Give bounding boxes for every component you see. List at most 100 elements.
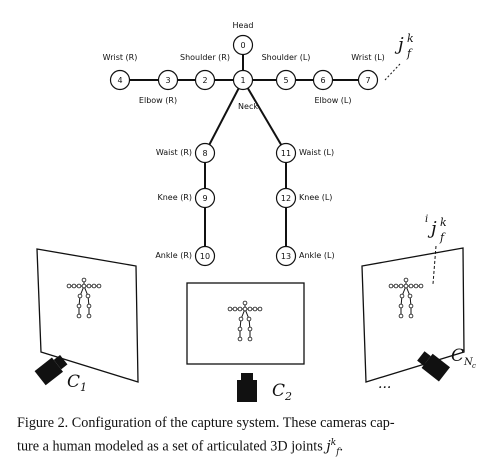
mini-joint [398,283,404,289]
mini-joint [238,316,244,322]
mini-joint [413,283,419,289]
camera-lens [53,354,68,370]
figure-caption: Figure 2. Configuration of the capture s… [17,413,487,463]
mini-joint [66,283,72,289]
camera-2-label: C 2 [272,381,292,403]
mini-joint [393,283,399,289]
joint-number-7: 7 [365,76,370,85]
caption-line-1: Figure 2. Configuration of the capture s… [17,415,395,431]
joint-symbol-annotation: j k f [384,32,414,81]
caption-line-2-text: ture a human modeled as a set of articul… [17,438,327,455]
cameras-ellipsis: ... [378,376,391,392]
joint-label-0: Head [233,21,254,30]
mini-joint [96,283,102,289]
camera-lens [417,351,431,366]
mini-joint [247,326,253,332]
joint-node-5 [275,69,297,91]
joint-number-5: 5 [283,76,288,85]
joint-label-3: Elbow (R) [139,96,177,105]
mini-joint [418,283,424,289]
camera-2-sub: 2 [284,390,292,403]
image-plane-2 [186,282,305,365]
joint-label-12: Knee (L) [299,193,332,202]
mini-joint [407,293,413,299]
camera-body [34,357,63,386]
camera-body [237,380,257,402]
joint-number-1: 1 [240,76,245,85]
bone-1-8 [204,79,244,154]
projected-symbol-pre: i [425,214,428,225]
projected-symbol-base: j [427,218,437,239]
camera-1-label: C 1 [67,372,87,394]
joint-number-9: 9 [202,194,207,203]
mini-joint [86,303,92,309]
caption-line-2: ture a human modeled as a set of articul… [17,433,487,463]
mini-joint [399,293,405,299]
joint-node-10 [194,245,216,267]
mini-joint [86,313,92,319]
joint-pointer-line [384,63,401,81]
joint-number-8: 8 [202,149,207,158]
joint-number-3: 3 [165,76,170,85]
joint-node-9 [194,187,216,209]
mini-joint [242,306,248,312]
joint-label-6: Elbow (L) [314,96,351,105]
camera-body [421,353,450,382]
mini-joint [77,293,83,299]
mini-joint [71,283,77,289]
projected-symbol-sup: k [440,216,447,229]
mini-joint [398,303,404,309]
joint-label-4: Wrist (R) [103,53,138,62]
joint-node-11 [275,142,297,164]
stick-figure-3 [388,277,424,319]
joint-number-10: 10 [200,252,210,261]
joint-label-8: Waist (R) [156,148,192,157]
mini-joint [81,277,87,283]
mini-joint [242,300,248,306]
mini-joint [257,306,263,312]
joint-node-8 [194,142,216,164]
joint-label-2: Shoulder (R) [180,53,230,62]
mini-joint [85,293,91,299]
mini-joint [247,336,253,342]
joint-node-2 [194,69,216,91]
mini-joint [76,313,82,319]
camera-1-sub: 1 [80,381,87,394]
mini-joint [403,277,409,283]
joint-node-6 [312,69,334,91]
joint-label-13: Ankle (L) [299,251,335,260]
joint-symbol-base: j [394,34,404,55]
caption-symbol-sub: f [336,447,340,458]
camera-2 [237,373,257,402]
joint-node-1 [232,69,254,91]
joint-node-13 [275,245,297,267]
joint-label-10: Ankle (R) [155,251,192,260]
mini-joint [232,306,238,312]
camera-lens [241,373,253,381]
camera-1 [34,354,68,386]
joint-number-6: 6 [320,76,325,85]
mini-joint [227,306,233,312]
mini-joint [237,326,243,332]
mini-joint [408,313,414,319]
joint-node-3 [157,69,179,91]
joint-node-4 [109,69,131,91]
joint-label-9: Knee (R) [157,193,192,202]
mini-joint [252,306,258,312]
joint-symbol-sub: f [406,47,413,60]
bone-1-11 [242,79,287,154]
caption-symbol-base: j [326,438,331,455]
joint-label-5: Shoulder (L) [262,53,311,62]
joint-node-12 [275,187,297,209]
camera-n-subsub: c [472,362,476,370]
mini-joint [246,316,252,322]
camera-2-base: C [272,381,285,401]
joint-number-11: 11 [281,149,291,158]
joint-label-7: Wrist (L) [351,53,385,62]
camera-view-2 [186,282,305,365]
mini-joint [398,313,404,319]
joint-number-0: 0 [240,41,245,50]
